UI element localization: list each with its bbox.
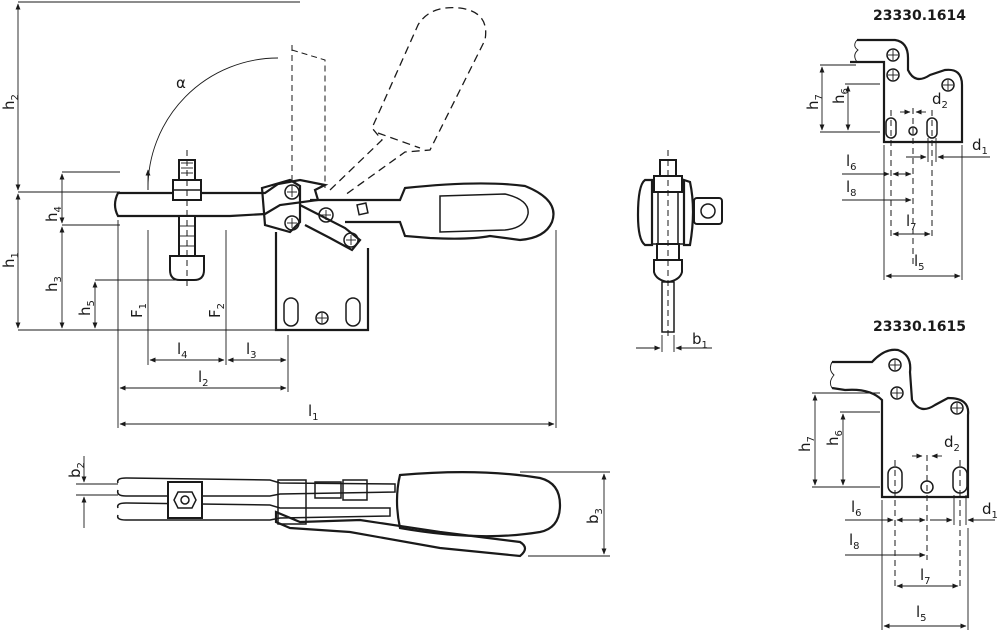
label-d2-a: d2 [932,90,948,111]
label-h4: h4 [43,206,64,222]
front-view: b1 [636,150,723,352]
label-l5-b: l5 [916,603,927,624]
label-F1: F1 [128,303,149,318]
label-l6-a: l6 [846,152,857,173]
label-d2-b: d2 [944,433,960,454]
label-h3: h3 [43,276,64,292]
label-l8-b: l8 [849,531,860,552]
detail-23330-1614: 23330.1614 h7 h6 d2 d1 [804,8,990,280]
label-b3: b3 [584,508,605,524]
label-l8-a: l8 [846,178,857,199]
label-l4: l4 [177,340,188,361]
label-h2: h2 [0,94,21,110]
side-view: h2 h1 h4 h3 h5 F1 F2 α l4 l3 l2 l1 [0,1,557,428]
label-l7-b: l7 [920,566,931,587]
label-b2: b2 [66,462,87,478]
variant-title-1615: 23330.1615 [873,319,966,335]
label-h6-a: h6 [830,88,851,104]
top-view: b2 b3 [66,456,610,558]
label-b1: b1 [692,330,708,351]
label-alpha: α [176,74,186,92]
label-l2: l2 [198,368,209,389]
label-h7-b: h7 [796,436,817,452]
label-d1-b: d1 [982,500,998,521]
label-h7-a: h7 [804,94,825,110]
label-l1: l1 [308,402,319,423]
label-l6-b: l6 [851,498,862,519]
variant-title-1614: 23330.1614 [873,8,966,24]
label-l3: l3 [246,340,257,361]
label-h1: h1 [0,252,21,268]
label-h5: h5 [76,300,97,316]
label-d1-a: d1 [972,136,988,157]
detail-23330-1615: 23330.1615 h7 h6 d2 d1 [796,319,998,630]
label-h6-b: h6 [824,430,845,446]
label-F2: F2 [206,303,227,318]
label-l5-a: l5 [914,252,925,273]
label-l7-a: l7 [906,212,917,233]
